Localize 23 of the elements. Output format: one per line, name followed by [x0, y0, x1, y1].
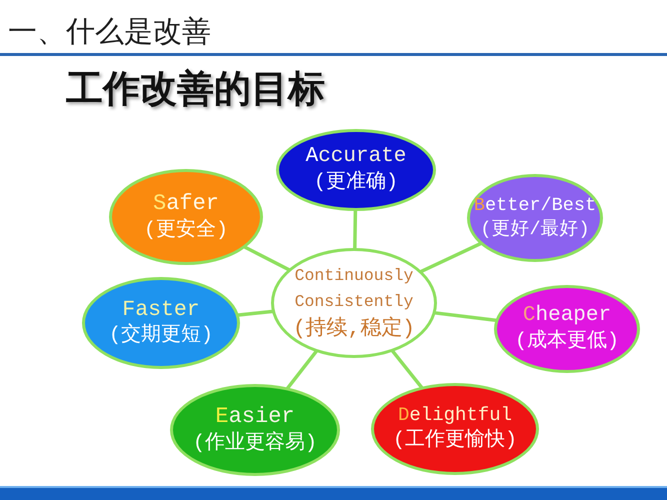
connector-line [353, 208, 358, 251]
section-heading: 一、什么是改善 [8, 13, 211, 50]
hub-translation: (持续,稳定) [293, 316, 415, 344]
goal-label: Easier [215, 403, 295, 431]
goal-label: Faster [122, 296, 200, 323]
connector-line [242, 245, 292, 272]
connector-line [286, 349, 318, 390]
goal-translation: (工作更愉快) [392, 428, 518, 454]
goal-translation: (作业更容易) [192, 430, 318, 457]
goal-translation: (交期更短) [108, 323, 214, 350]
connector-line [390, 349, 424, 390]
goal-label: Better/Best [474, 194, 596, 218]
goal-label: Safer [152, 190, 219, 218]
goal-translation: (更安全) [144, 218, 228, 244]
goal-label: Accurate [306, 144, 406, 170]
goal-translation: (更准确) [314, 170, 398, 196]
goal-label: Cheaper [522, 302, 612, 329]
connector-line [418, 242, 483, 274]
hub-label: Continuously Consistently [294, 264, 414, 314]
goal-translation: (成本更低) [514, 329, 620, 356]
goal-label: Delightful [398, 404, 512, 428]
slide-title: 工作改善的目标 [66, 66, 325, 112]
goal-translation: (更好/最好) [480, 218, 590, 242]
